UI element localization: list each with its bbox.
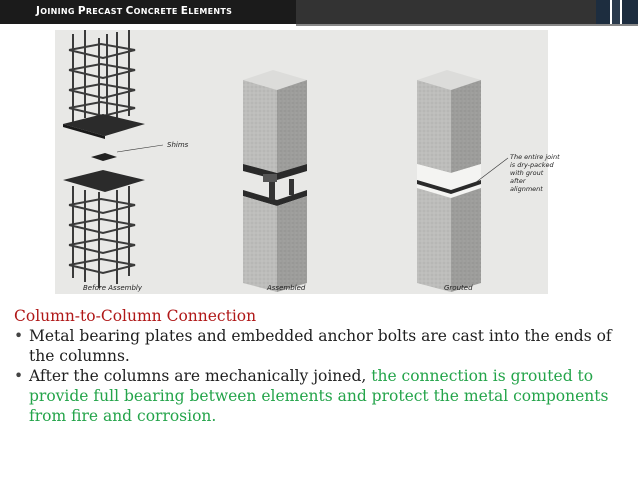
decorative-block [622,0,638,24]
decorative-line [296,24,638,26]
grouted-upper-column [417,70,481,173]
shim [91,153,117,161]
bullet-item: • Metal bearing plates and embedded anch… [14,326,624,366]
grouted-label: Grouted [444,284,473,292]
grout-joint [417,164,481,198]
slide-body: Column-to-Column Connection • Metal bear… [14,306,624,426]
shims-label: Shims [167,141,189,149]
title-bar: JOINING PRECAST CONCRETE ELEMENTS [0,0,638,26]
connection-illustration: Shims Before Assembly Assembled Grouted … [55,30,560,294]
upper-rebar-cage [68,30,136,128]
illustration-drawing [63,30,509,292]
grouted-lower-column [417,188,481,292]
decorative-bar [296,0,596,24]
section-heading: Column-to-Column Connection [14,307,257,325]
bearing-plate-lower [63,170,145,192]
assembled-lower-column [243,190,307,292]
decorative-block [596,0,610,24]
grout-callout: The entire joint is dry-packed with grou… [510,153,560,193]
assembled-upper-column [243,70,307,173]
decorative-block [612,0,620,24]
slide-title: JOINING PRECAST CONCRETE ELEMENTS [36,5,233,17]
before-assembly-label: Before Assembly [83,284,143,292]
lower-rebar-cage [68,186,136,288]
bullet-highlight: the connection is grouted to provide ful… [29,367,609,425]
bullet-text: After the columns are mechanically joine… [29,367,372,385]
title-background [0,0,296,24]
bullet-text: Metal bearing plates and embedded anchor… [29,327,612,365]
bearing-plate-upper [63,114,145,136]
assembled-label: Assembled [267,284,306,292]
bullet-glyph: • [14,367,24,385]
bullet-item: • After the columns are mechanically joi… [14,366,624,426]
bullet-glyph: • [14,327,24,345]
